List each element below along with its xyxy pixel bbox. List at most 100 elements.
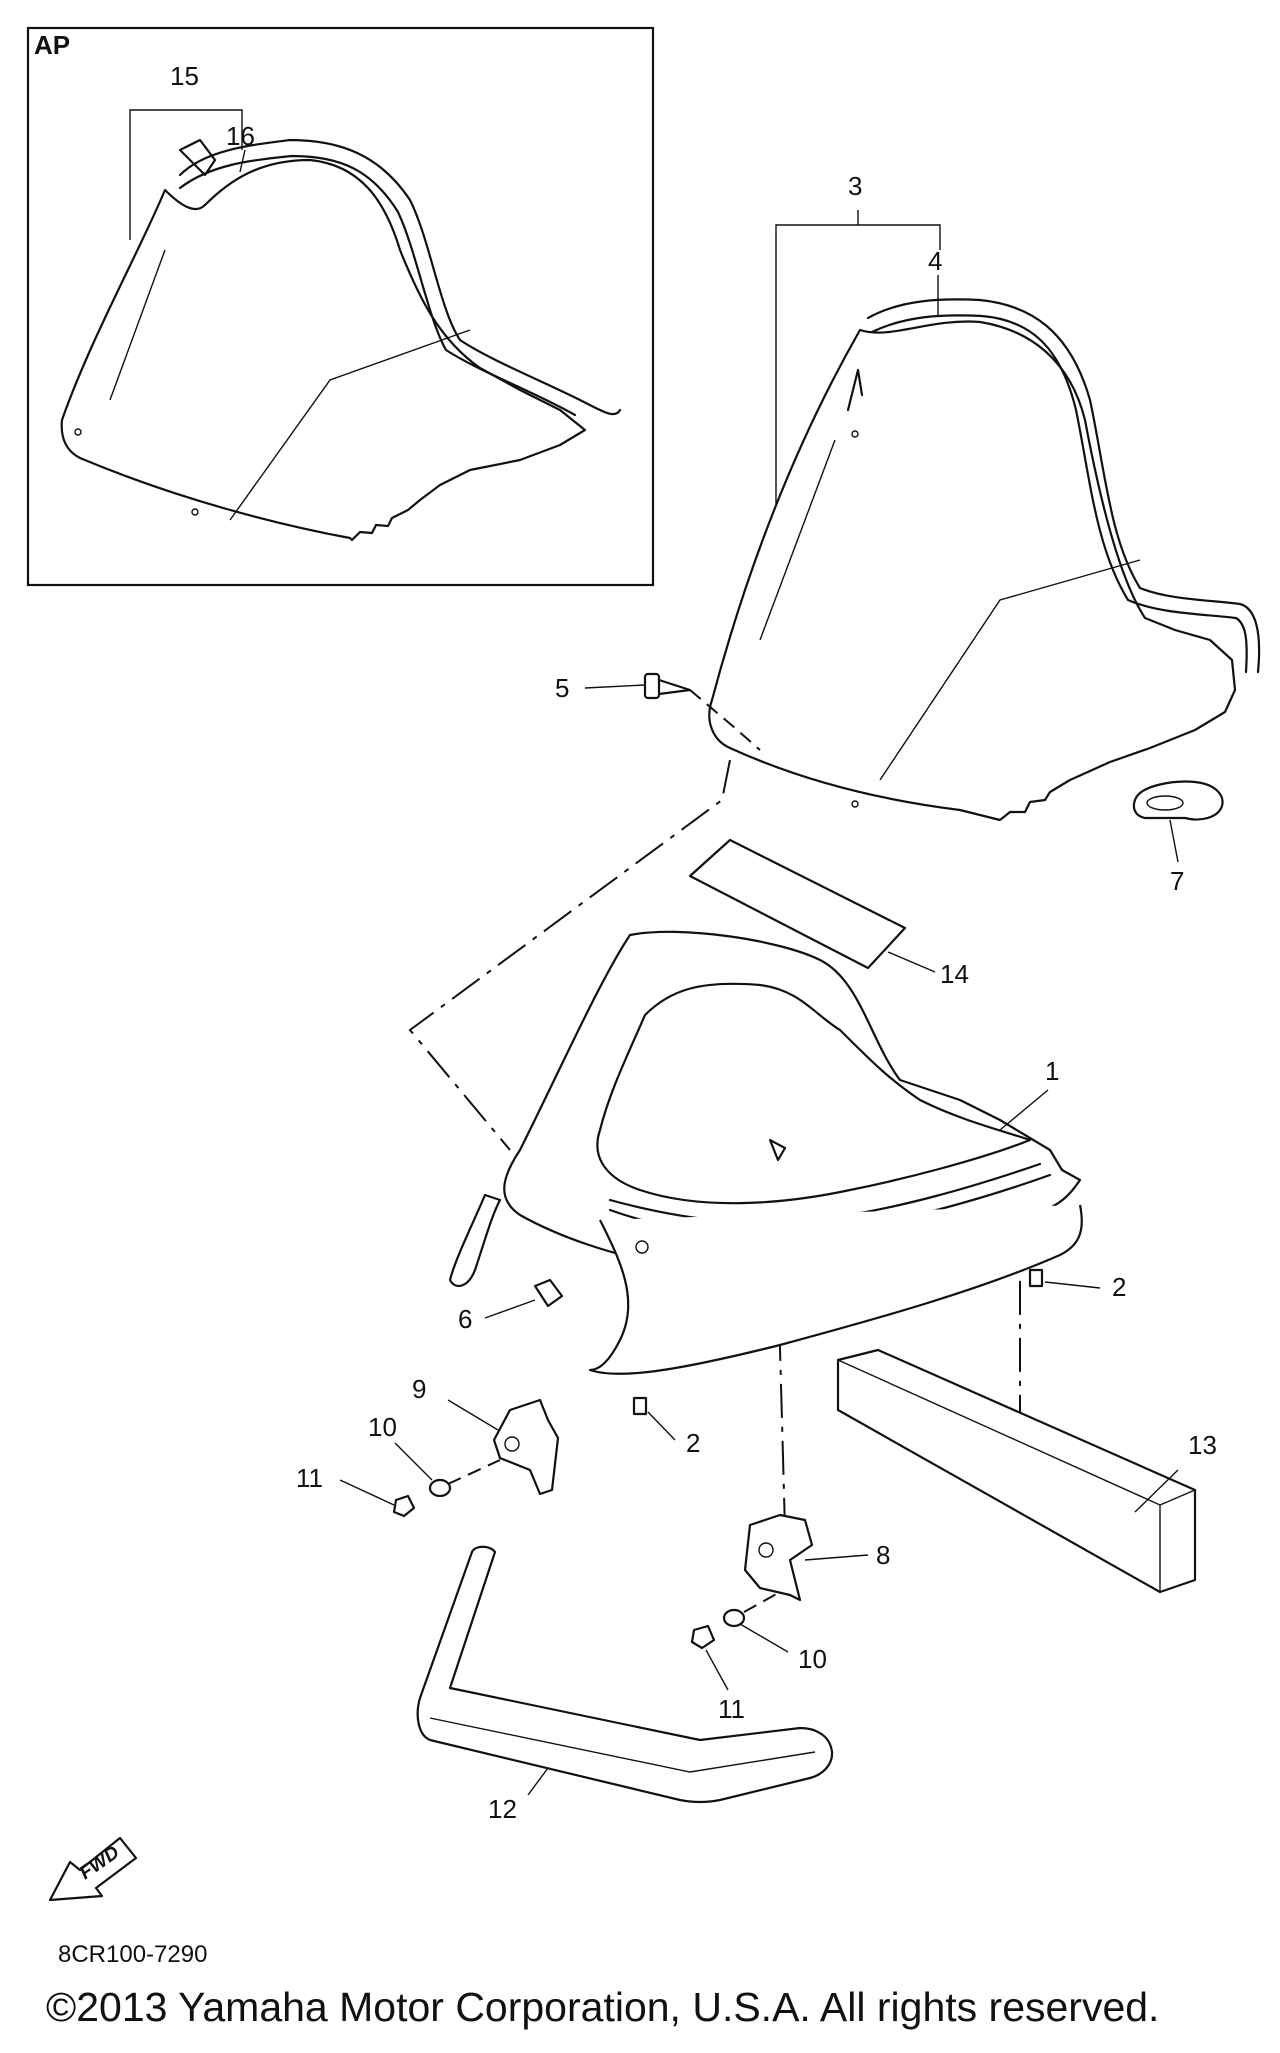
bracket-8-body: [743, 1513, 814, 1602]
washer-10-right: [722, 1608, 746, 1628]
foam-block-13-edges: [837, 1359, 1196, 1592]
diagram-code: 8CR100-7290: [58, 1941, 207, 1968]
leader-9: [447, 1399, 499, 1431]
leader-1: [999, 1089, 1049, 1131]
screw-5-head: [643, 672, 661, 700]
callout-3: 3: [848, 171, 862, 201]
leader-13: [1134, 1469, 1179, 1513]
callout-16: 16: [226, 121, 255, 151]
callout-11-right: 11: [718, 1694, 745, 1724]
inset-frame: [26, 26, 655, 587]
washer-10-left: [428, 1478, 452, 1498]
hood-1: 1: [448, 930, 1083, 1375]
callout-13: 13: [1188, 1430, 1217, 1460]
bumper-12-body: [416, 1545, 834, 1803]
foam-block-13: 13: [836, 1348, 1217, 1594]
screw-2-front-head: [632, 1396, 648, 1416]
inset-label: AP: [34, 30, 70, 60]
callout-15: 15: [170, 61, 199, 91]
bumper-12-edge: [429, 1717, 816, 1773]
hood-seat-recess: [596, 982, 1032, 1205]
inset-hole-b: [191, 508, 199, 516]
callout-9: 9: [412, 1374, 426, 1404]
windshield-panel: [708, 320, 1237, 822]
inset-shade-line-2: [109, 249, 166, 401]
copyright-notice: ©2013 Yamaha Motor Corporation, U.S.A. A…: [46, 1984, 1159, 2030]
fwd-arrow-shape: [48, 1836, 138, 1902]
leader-5: [584, 684, 646, 689]
screw-2-front: 2: [632, 1396, 700, 1458]
screw-2-right: 2: [1028, 1268, 1126, 1302]
bracket-8-hole: [758, 1542, 774, 1558]
callout-8: 8: [876, 1540, 890, 1570]
callout-5: 5: [555, 673, 569, 703]
leader-2-front: [647, 1411, 676, 1441]
windshield-shade-line: [879, 559, 1141, 781]
callout-10-left: 10: [368, 1412, 397, 1442]
inset-trim-strip-inner: [178, 154, 577, 417]
knob-7-slot: [1146, 795, 1184, 811]
windshield-shade-line-2: [759, 439, 836, 641]
fwd-arrow: FWD: [48, 1836, 138, 1902]
leader-10-left: [394, 1442, 433, 1481]
windshield-hole-b: [851, 430, 859, 438]
leader-8: [804, 1554, 869, 1561]
callout-4: 4: [928, 246, 942, 276]
grommet-6-body: [533, 1278, 564, 1308]
callout-14: 14: [940, 959, 969, 989]
hood-hole: [635, 1240, 649, 1254]
callout-11-left: 11: [296, 1463, 323, 1493]
leader-6: [484, 1299, 536, 1319]
inset-hole-a: [74, 428, 82, 436]
trim-strip-inner: [870, 314, 1248, 674]
leader-14: [887, 951, 936, 973]
leader-16: [239, 149, 246, 173]
leader-12: [527, 1767, 549, 1796]
callout-2-right: 2: [1112, 1272, 1126, 1302]
hood-left-flange: [448, 1193, 502, 1288]
fastener-axis-right: [743, 1591, 781, 1613]
fasteners-left: 10 11: [296, 1412, 501, 1518]
knob-7-body: [1132, 780, 1224, 821]
inset-shade-line: [229, 329, 471, 521]
bumper-12: 12: [416, 1545, 834, 1824]
inset-windshield-panel: [60, 158, 587, 542]
callout-6: 6: [458, 1304, 472, 1334]
windshield-tab: [846, 368, 864, 412]
leader-2-right: [1044, 1281, 1101, 1289]
screw-2-right-head: [1028, 1268, 1044, 1288]
leader-11-left: [339, 1479, 395, 1506]
leader-10-right: [739, 1623, 789, 1653]
callout-10-right: 10: [798, 1644, 827, 1674]
pad-14: 14: [688, 838, 969, 989]
axis-line-left: [408, 759, 731, 1151]
screw-5-shank: [657, 678, 692, 696]
foam-block-13-body: [836, 1348, 1197, 1594]
callout-2-front: 2: [686, 1428, 700, 1458]
callout-12: 12: [488, 1794, 517, 1824]
inset-trim-end: [178, 138, 217, 177]
hinge-bracket-8: 8: [743, 1513, 890, 1602]
callout-7: 7: [1170, 866, 1184, 896]
hinge-bracket-9: 9: [412, 1374, 560, 1496]
inset-ap-box: AP 15 16: [26, 26, 655, 587]
hood-hinge-mark: [768, 1138, 787, 1162]
trim-strip-outer: [866, 298, 1261, 674]
nut-11-right: [690, 1624, 716, 1650]
knob-7: 7: [1132, 780, 1224, 896]
hood-lower-skirt: [588, 1204, 1083, 1375]
leader-11-right: [705, 1649, 729, 1691]
windshield-assembly: 3 4: [708, 171, 1261, 822]
screw-5: 5: [555, 672, 761, 751]
grommet-6: 6: [458, 1278, 564, 1334]
windshield-hole-a: [851, 800, 859, 808]
callout-1: 1: [1045, 1056, 1059, 1086]
bracket-9-hole: [504, 1436, 520, 1452]
fastener-axis-left: [447, 1459, 501, 1485]
bracket-9-body: [492, 1398, 560, 1496]
fasteners-right: 10 11: [690, 1591, 827, 1724]
pad-14-shape: [688, 838, 907, 970]
nut-11-left: [392, 1494, 416, 1518]
